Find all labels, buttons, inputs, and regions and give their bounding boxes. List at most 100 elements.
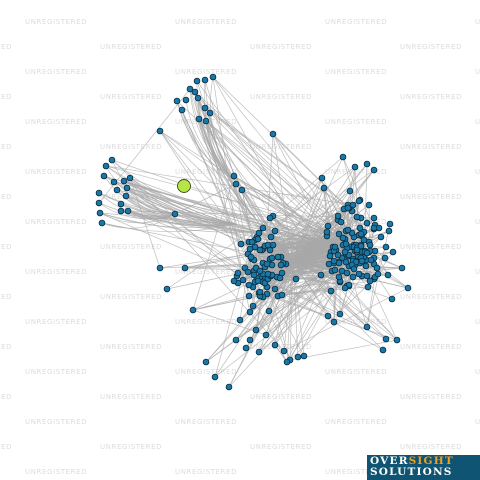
graph-edge xyxy=(127,210,252,258)
watermark-text: UNREGISTERED xyxy=(175,18,238,26)
graph-node xyxy=(386,220,394,228)
watermark-text: UNREGISTERED xyxy=(325,68,388,76)
graph-node xyxy=(331,243,339,251)
graph-node xyxy=(239,276,247,284)
watermark-text: UNREGISTERED xyxy=(400,443,463,451)
watermark-text: UNREGISTERED xyxy=(325,368,388,376)
graph-node xyxy=(373,264,381,272)
graph-edge xyxy=(292,169,375,263)
graph-node xyxy=(363,249,371,257)
graph-node xyxy=(267,233,275,241)
graph-edge xyxy=(194,91,256,219)
watermark-text: UNREGISTERED xyxy=(400,43,463,51)
graph-edge xyxy=(185,99,235,181)
graph-node xyxy=(327,287,335,295)
graph-node xyxy=(245,292,253,300)
graph-node xyxy=(339,234,347,242)
graph-node xyxy=(268,254,276,262)
watermark-text: UNREGISTERED xyxy=(475,168,480,176)
graph-node xyxy=(120,177,128,185)
graph-edge xyxy=(338,276,398,341)
graph-edge xyxy=(292,261,305,357)
graph-node xyxy=(336,310,344,318)
graph-node xyxy=(335,230,343,238)
graph-node xyxy=(344,226,352,234)
watermark-text: UNREGISTERED xyxy=(100,293,163,301)
graph-node xyxy=(194,94,202,102)
graph-node xyxy=(234,269,242,277)
graph-edge xyxy=(292,261,387,340)
watermark-text: UNREGISTERED xyxy=(325,468,388,476)
graph-edge xyxy=(98,202,176,220)
graph-edge xyxy=(274,288,384,351)
graph-node xyxy=(189,306,197,314)
watermark-text: UNREGISTERED xyxy=(100,143,163,151)
graph-node xyxy=(382,335,390,343)
graph-node xyxy=(366,277,374,285)
graph-node xyxy=(255,229,263,237)
watermark-text: UNREGISTERED xyxy=(175,168,238,176)
graph-node xyxy=(356,224,364,232)
watermark-text: UNREGISTERED xyxy=(0,143,13,151)
graph-node xyxy=(122,192,130,200)
graph-node xyxy=(382,243,390,251)
graph-edge xyxy=(255,261,294,331)
graph-node xyxy=(201,104,209,112)
graph-edge xyxy=(105,165,354,206)
watermark-text: UNREGISTERED xyxy=(400,343,463,351)
graph-node xyxy=(237,240,245,248)
watermark-text: UNREGISTERED xyxy=(250,143,313,151)
graph-node xyxy=(366,241,374,249)
graph-node xyxy=(225,383,233,391)
graph-node xyxy=(349,201,357,209)
watermark-text: UNREGISTERED xyxy=(25,68,88,76)
graph-node xyxy=(265,307,273,315)
graph-node xyxy=(330,318,338,326)
graph-edge xyxy=(209,112,328,233)
graph-node xyxy=(96,209,104,217)
logo-word-solutions: SOLUTIONS xyxy=(370,466,453,478)
graph-edge xyxy=(333,275,363,323)
watermark-text: UNREGISTERED xyxy=(25,368,88,376)
graph-edge xyxy=(214,241,253,378)
graph-node xyxy=(324,312,332,320)
graph-edge xyxy=(198,118,332,292)
watermark-text: UNREGISTERED xyxy=(250,393,313,401)
graph-node xyxy=(246,336,254,344)
graph-node xyxy=(274,253,282,261)
graph-node xyxy=(355,197,363,205)
graph-edge xyxy=(292,261,398,341)
graph-edge xyxy=(212,76,244,281)
graph-node xyxy=(353,246,361,254)
graph-node xyxy=(264,270,272,278)
graph-node xyxy=(360,236,368,244)
graph-node xyxy=(247,253,255,261)
graph-node xyxy=(124,207,132,215)
graph-edge xyxy=(194,91,235,181)
watermark-text: UNREGISTERED xyxy=(250,43,313,51)
graph-node xyxy=(344,204,352,212)
graph-node xyxy=(337,218,345,226)
graph-node xyxy=(244,268,252,276)
graph-node xyxy=(318,174,326,182)
watermark-text: UNREGISTERED xyxy=(100,393,163,401)
graph-node xyxy=(246,245,254,253)
graph-node xyxy=(206,109,214,117)
graph-node xyxy=(404,284,412,292)
graph-node xyxy=(236,316,244,324)
graph-node xyxy=(269,130,277,138)
watermark-text: UNREGISTERED xyxy=(100,343,163,351)
graph-node xyxy=(339,153,347,161)
watermark-text: UNREGISTERED xyxy=(325,418,388,426)
watermark-text: UNREGISTERED xyxy=(0,243,13,251)
graph-node xyxy=(377,233,385,241)
watermark-text: UNREGISTERED xyxy=(475,68,480,76)
graph-node xyxy=(294,353,302,361)
graph-node xyxy=(320,184,328,192)
graph-edge xyxy=(127,210,375,219)
graph-node xyxy=(193,77,201,85)
graph-node xyxy=(271,285,279,293)
graph-edge xyxy=(266,293,329,317)
graph-node xyxy=(254,277,262,285)
graph-node xyxy=(182,96,190,104)
